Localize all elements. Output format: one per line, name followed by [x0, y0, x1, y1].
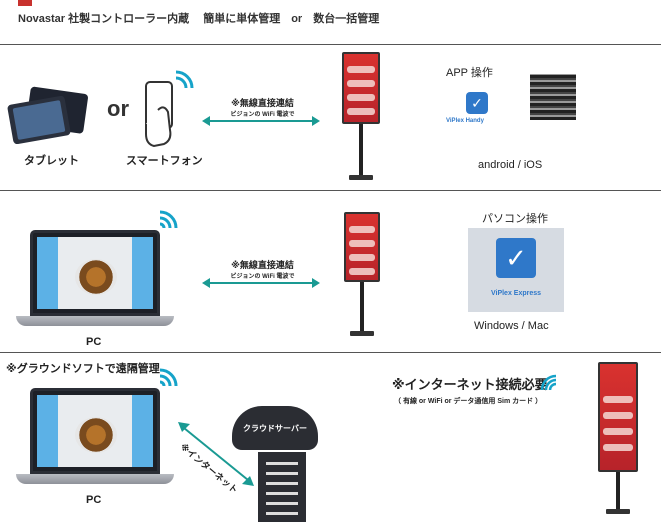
wifi-icon	[538, 372, 558, 392]
app-name-1: ViPlex Handy	[446, 118, 484, 124]
double-arrow-icon	[176, 420, 256, 488]
cloud-label: クラウドサーバー	[243, 424, 307, 433]
kiosk-pole	[616, 472, 620, 510]
wifi-icon	[158, 206, 182, 230]
kiosk-base	[606, 509, 630, 514]
or-label: or	[107, 96, 129, 121]
os-label-1: android / iOS	[478, 159, 543, 171]
arrow-subtitle-2: ビジョンの WiFi 電波で	[230, 274, 295, 280]
kiosk-base	[350, 331, 374, 336]
server-icon	[258, 452, 306, 522]
app-label-1: APP 操作	[446, 67, 493, 79]
kiosk-pole	[360, 282, 364, 332]
phone-label: スマートフォン	[126, 155, 203, 167]
arrow-title-2: ※無線直接連結	[231, 260, 294, 270]
phone-icon	[140, 70, 196, 150]
arrow-subtitle-1: ビジョンの WiFi 電波で	[230, 112, 295, 118]
os-label-2: Windows / Mac	[474, 320, 549, 332]
double-arrow-icon	[200, 276, 322, 290]
arrow-title-1: ※無線直接連結	[231, 98, 294, 108]
section3-title: ※グラウンドソフトで遠隔管理	[6, 363, 160, 375]
wifi-icon	[158, 364, 182, 388]
tablet-icon	[6, 86, 92, 145]
kiosk-icon	[344, 212, 380, 282]
kiosk-icon	[598, 362, 638, 472]
laptop-base	[16, 316, 174, 326]
requirement-title: ※インターネット接続必要	[392, 377, 548, 392]
laptop-base	[16, 474, 174, 484]
section-divider	[0, 44, 661, 45]
tablet-label: タブレット	[24, 155, 79, 167]
laptop-icon	[30, 388, 160, 474]
qr-code-icon	[530, 74, 576, 120]
kiosk-icon	[342, 52, 380, 124]
section-divider	[0, 352, 661, 353]
app-icon-tile: ✓	[496, 238, 536, 278]
kiosk-base	[349, 175, 373, 180]
app-name-2: ViPlex Express	[490, 290, 542, 297]
header-accent-mark	[18, 0, 32, 6]
app-icon: ✓	[466, 92, 488, 114]
pc-label-2: PC	[86, 494, 102, 506]
laptop-icon	[30, 230, 160, 316]
requirement-subtitle: （ 有線 or WiFi or データ通信用 Sim カード ）	[394, 398, 543, 405]
cloud-icon: クラウドサーバー	[232, 406, 318, 450]
app-label-2: パソコン操作	[482, 213, 548, 225]
double-arrow-icon	[200, 114, 322, 128]
section-divider	[0, 190, 661, 191]
app-icon: ✓ ViPlex Express	[468, 228, 564, 312]
kiosk-pole	[359, 124, 363, 176]
pc-label-1: PC	[86, 336, 102, 348]
page-title: Novastar 社製コントローラー内蔵 簡単に単体管理 or 数台一括管理	[18, 13, 380, 25]
